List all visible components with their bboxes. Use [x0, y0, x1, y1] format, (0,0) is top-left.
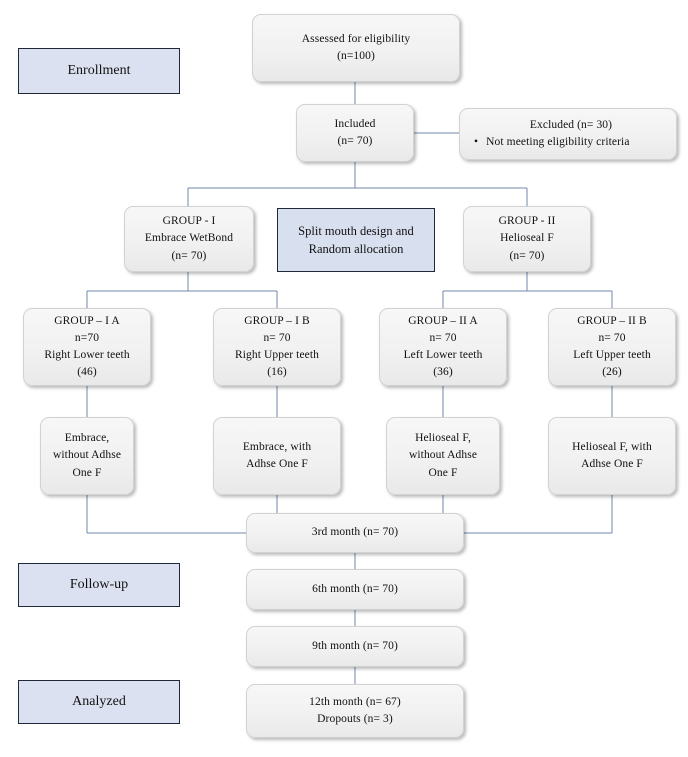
node-assessed-for-eligibility: Assessed for eligibility (n=100) — [252, 14, 460, 82]
node-treatment-2b: Helioseal F, with Adhse One F — [548, 417, 676, 495]
node-excluded-text: Excluded (n= 30) Not meeting eligibility… — [470, 117, 672, 152]
node-group-2b: GROUP – II B n= 70 Left Upper teeth (26) — [548, 308, 676, 386]
node-month-9-text: 9th month (n= 70) — [312, 639, 398, 652]
node-month-6-text: 6th month (n= 70) — [312, 582, 398, 595]
node-split-mouth-text: Split mouth design and Random allocation — [298, 223, 414, 256]
node-excluded: Excluded (n= 30) Not meeting eligibility… — [459, 108, 677, 160]
node-group-1a-text: GROUP – I A n=70 Right Lower teeth (46) — [44, 314, 130, 379]
node-group-1-text: GROUP - I Embrace WetBond (n= 70) — [144, 215, 234, 262]
node-treatment-1b: Embrace, with Adhse One F — [213, 417, 341, 495]
node-excluded-bullet: Not meeting eligibility criteria — [470, 134, 672, 151]
node-month-3-text: 3rd month (n= 70) — [311, 526, 399, 539]
node-treatment-1b-text: Embrace, with Adhse One F — [242, 440, 312, 470]
node-excluded-header: Excluded (n= 30) — [529, 118, 613, 131]
node-treatment-2a-text: Helioseal F, without Adhse One F — [408, 432, 478, 479]
node-group-1b: GROUP – I B n= 70 Right Upper teeth (16) — [213, 308, 341, 386]
stage-label-enrollment: Enrollment — [18, 48, 180, 94]
node-group-2a-text: GROUP – II A n= 70 Left Lower teeth (36) — [403, 314, 483, 379]
node-month-12-text: 12th month (n= 67) Dropouts (n= 3) — [309, 695, 401, 725]
node-month-3: 3rd month (n= 70) — [246, 513, 464, 553]
node-treatment-1a-text: Embrace, without Adhse One F — [52, 432, 122, 479]
node-split-mouth-design: Split mouth design and Random allocation — [277, 208, 435, 272]
node-group-1b-text: GROUP – I B n= 70 Right Upper teeth (16) — [234, 314, 320, 379]
node-group-2b-text: GROUP – II B n= 70 Left Upper teeth (26) — [573, 314, 651, 379]
node-treatment-2a: Helioseal F, without Adhse One F — [386, 417, 500, 495]
node-month-6: 6th month (n= 70) — [246, 569, 464, 610]
node-assessed-text: Assessed for eligibility (n=100) — [301, 32, 411, 62]
stage-label-follow-up-text: Follow-up — [69, 577, 129, 592]
node-group-1: GROUP - I Embrace WetBond (n= 70) — [124, 206, 254, 272]
stage-label-analyzed-text: Analyzed — [72, 694, 126, 709]
node-group-2a: GROUP – II A n= 70 Left Lower teeth (36) — [379, 308, 507, 386]
node-group-1a: GROUP – I A n=70 Right Lower teeth (46) — [23, 308, 151, 386]
node-group-2: GROUP - II Helioseal F (n= 70) — [463, 206, 591, 272]
stage-label-enrollment-text: Enrollment — [67, 63, 131, 78]
node-included-text: Included (n= 70) — [334, 117, 376, 147]
node-treatment-1a: Embrace, without Adhse One F — [40, 417, 134, 495]
node-group-2-text: GROUP - II Helioseal F (n= 70) — [498, 215, 556, 262]
node-treatment-2b-text: Helioseal F, with Adhse One F — [572, 440, 652, 470]
stage-label-follow-up: Follow-up — [18, 563, 180, 607]
stage-label-analyzed: Analyzed — [18, 680, 180, 724]
node-month-9: 9th month (n= 70) — [246, 626, 464, 667]
node-included: Included (n= 70) — [296, 104, 414, 162]
node-month-12: 12th month (n= 67) Dropouts (n= 3) — [246, 684, 464, 738]
